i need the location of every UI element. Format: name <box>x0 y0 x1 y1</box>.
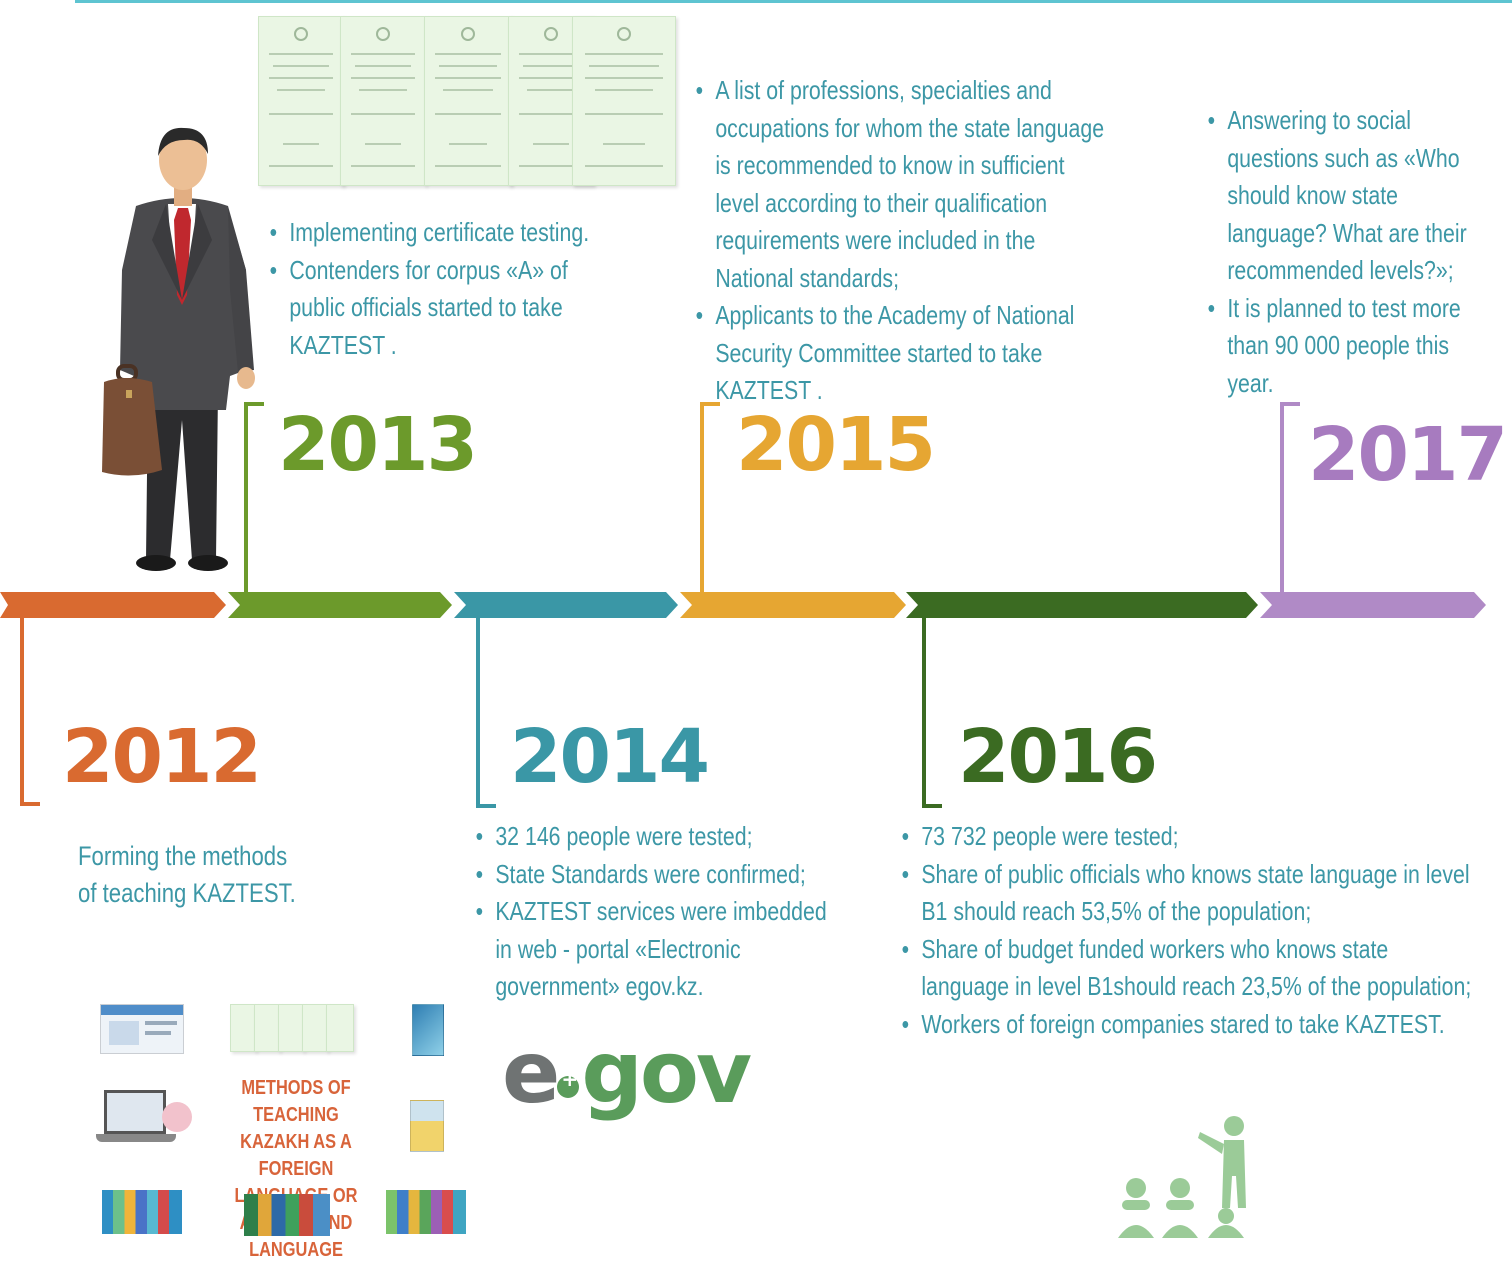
egov-logo-gov: gov <box>581 1023 752 1123</box>
arrow-segment-2014 <box>454 592 678 618</box>
text-2012: Forming the methods of teaching KAZTEST. <box>78 841 296 908</box>
connector-2013 <box>244 402 248 598</box>
connector-cap-2017 <box>1280 402 1300 406</box>
bullet-2017-1: Answering to social questions such as «W… <box>1206 102 1493 290</box>
connector-cap-2014 <box>476 804 496 808</box>
bullet-2017-2: It is planned to test more than 90 000 p… <box>1206 290 1493 403</box>
bullets-2017: Answering to social questions such as «W… <box>1206 102 1493 402</box>
arrow-segment-2016 <box>906 592 1258 618</box>
year-2016: 2016 <box>958 714 1158 800</box>
people-teacher-icon <box>1118 1116 1246 1238</box>
bullet-2016-4: Workers of foreign companies stared to t… <box>900 1006 1474 1044</box>
book-cover-yellow <box>410 1100 444 1152</box>
laptop-thumbnail <box>104 1090 166 1134</box>
arrow-segment-2012 <box>0 592 226 618</box>
timeline-arrow-bar <box>0 592 1486 618</box>
connector-cap-2013 <box>244 402 264 406</box>
bullet-2013-1: Implementing certificate testing. <box>268 214 629 252</box>
connector-2014 <box>476 604 480 808</box>
year-2017: 2017 <box>1308 412 1508 498</box>
bullet-2015-2: Applicants to the Academy of National Se… <box>694 297 1112 410</box>
year-2013: 2013 <box>278 402 478 488</box>
egov-logo-e: e <box>502 1023 560 1123</box>
businessman-illustration <box>102 127 255 571</box>
bullet-2014-3: KAZTEST services were imbedded in web - … <box>474 893 843 1006</box>
bullet-2016-2: Share of public officials who knows stat… <box>900 856 1474 931</box>
egov-logo: egov <box>502 1030 752 1116</box>
connector-2015 <box>700 402 704 598</box>
bullets-2014: 32 146 people were tested; State Standar… <box>474 818 843 1006</box>
bullet-2015-1: A list of professions, specialties and o… <box>694 72 1112 297</box>
year-2015: 2015 <box>736 402 936 488</box>
connector-cap-2012 <box>20 802 40 806</box>
bullet-2014-1: 32 146 people were tested; <box>474 818 843 856</box>
book-cover-blue <box>412 1004 444 1056</box>
bullet-2013-2: Contenders for corpus «A» of public offi… <box>268 252 629 365</box>
connector-2017 <box>1280 402 1284 598</box>
bullets-2015: A list of professions, specialties and o… <box>694 72 1112 410</box>
year-2014: 2014 <box>510 714 710 800</box>
connector-2016 <box>922 604 926 808</box>
connector-2012 <box>20 604 24 806</box>
top-rule <box>75 0 1512 3</box>
connector-cap-2016 <box>922 804 942 808</box>
book-row-center <box>244 1194 330 1236</box>
book-row-right <box>386 1190 466 1234</box>
bullets-2016: 73 732 people were tested; Share of publ… <box>900 818 1474 1043</box>
bullet-2016-1: 73 732 people were tested; <box>900 818 1474 856</box>
bullet-2016-3: Share of budget funded workers who knows… <box>900 931 1474 1006</box>
arrow-segment-2013 <box>228 592 452 618</box>
bullet-2014-2: State Standards were confirmed; <box>474 856 843 894</box>
arrow-segment-2015 <box>680 592 906 618</box>
book-row-left <box>102 1190 182 1234</box>
bullets-2013: Implementing certificate testing. Conten… <box>268 214 629 364</box>
website-thumbnail <box>100 1004 184 1054</box>
year-2012: 2012 <box>62 714 262 800</box>
egov-logo-dot <box>557 1069 580 1098</box>
arrow-segment-2017 <box>1260 592 1486 618</box>
